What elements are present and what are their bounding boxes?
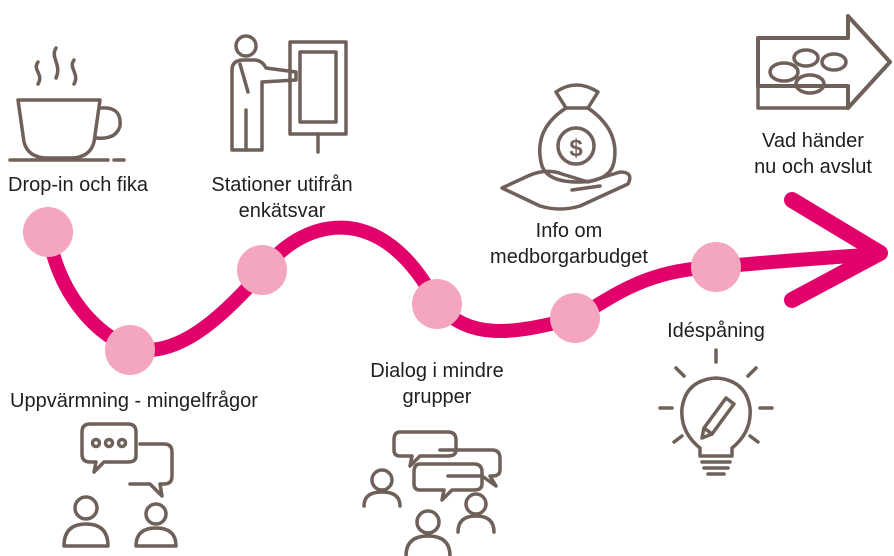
step-label-info-line2: medborgarbudget (490, 246, 648, 268)
step-label-avslut: Vad händer nu och avslut (736, 128, 890, 180)
step-label-info-line1: Info om (535, 220, 603, 242)
step-marker-info (550, 293, 600, 343)
step-label-drop-in: Drop-in och fika (8, 174, 149, 196)
step-label-uppvarmning: Uppvärmning - mingelfrågor (10, 390, 258, 412)
step-marker-drop-in (23, 207, 73, 257)
step-label-dialog-line1: Dialog i mindre (370, 360, 504, 382)
step-label-idespaning: Idéspåning (667, 320, 765, 342)
step-marker-uppvarmning (105, 325, 155, 375)
step-label-dialog-line2: grupper (402, 386, 472, 408)
step-label-avslut-line1: Vad händer (762, 130, 864, 152)
step-label-avslut-line2: nu och avslut (754, 156, 872, 178)
step-marker-stationer (237, 245, 287, 295)
dollar-sign: $ (569, 135, 583, 162)
step-label-stationer-line2: enkätsvar (238, 200, 326, 222)
arrow-head (784, 192, 888, 308)
step-marker-idespaning (691, 242, 741, 292)
group-discussion-icon (362, 430, 502, 556)
presenter-board-icon (230, 34, 348, 154)
step-label-info: Info om medborgarbudget (476, 218, 662, 270)
money-bag-hand-icon (500, 83, 632, 211)
step-marker-dialog (412, 279, 462, 329)
step-label-dialog: Dialog i mindre grupper (352, 358, 522, 410)
chat-people-icon (62, 422, 178, 548)
step-label-stationer-line1: Stationer utifrån (211, 174, 353, 196)
footsteps-arrow-sign-icon (756, 14, 892, 110)
step-label-stationer: Stationer utifrån enkätsvar (204, 172, 360, 224)
lightbulb-pencil-icon (658, 348, 774, 476)
coffee-cup-icon (8, 46, 126, 162)
